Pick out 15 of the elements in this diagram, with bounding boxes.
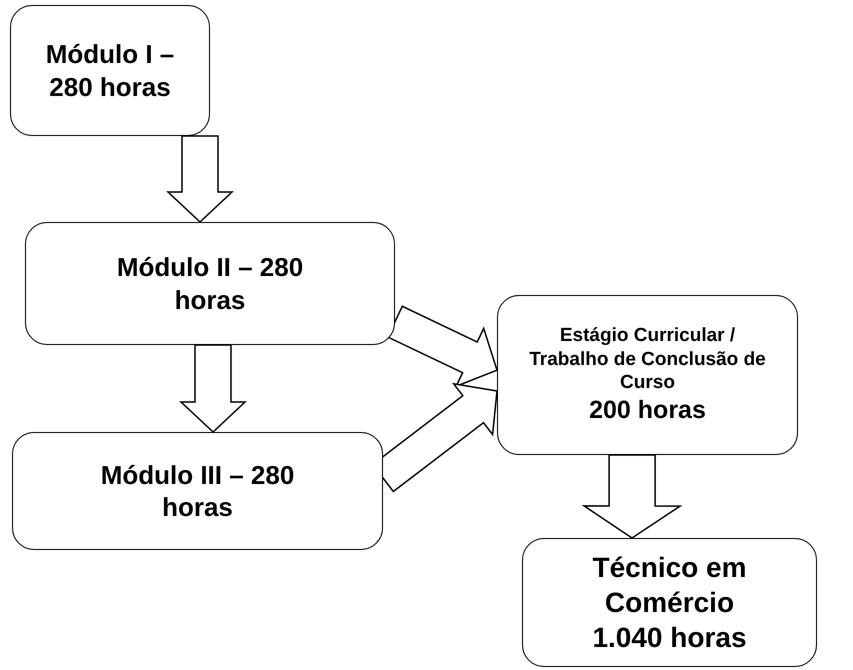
node-text: Estágio Curricular / Trabalho de Conclusão de Curso: [528, 324, 767, 395]
block-arrow: [179, 344, 247, 434]
node-text: Módulo II – 280 horas: [116, 251, 304, 316]
node-text: Módulo I – 280 horas: [44, 38, 176, 103]
block-arrow: [166, 135, 234, 224]
rounded-box: [497, 295, 798, 455]
node-text: 200 horas: [589, 395, 706, 426]
rounded-box: [12, 432, 383, 550]
rounded-box: [10, 5, 210, 136]
rounded-box: [25, 222, 395, 345]
node-text: Técnico em Comércio 1.040 horas: [591, 551, 748, 655]
node-text: Módulo III – 280 horas: [100, 458, 296, 524]
rounded-box: [522, 538, 817, 667]
block-arrow: [386, 305, 498, 388]
block-arrow: [582, 454, 683, 539]
